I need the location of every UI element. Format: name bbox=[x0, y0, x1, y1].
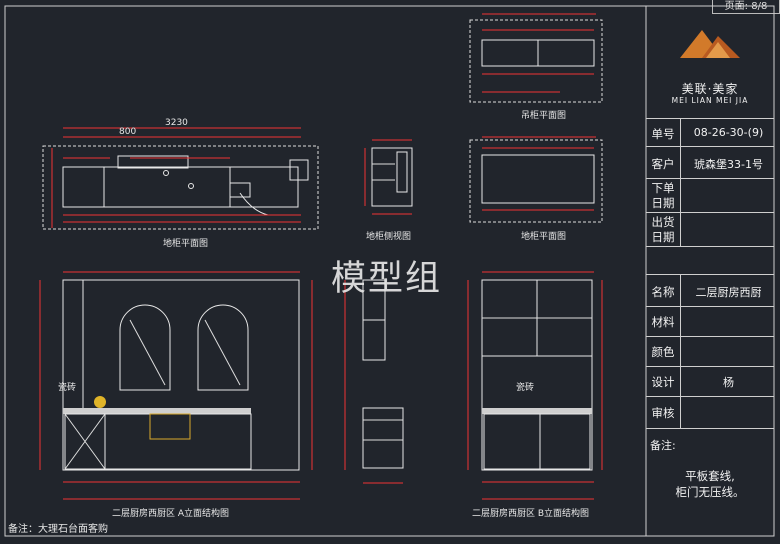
elevation-mid-drawing bbox=[344, 279, 404, 484]
field-designer: 设计 杨 bbox=[646, 366, 774, 397]
note-label: 备注: bbox=[650, 439, 676, 452]
sheet-border bbox=[4, 5, 775, 537]
field-material: 材料 bbox=[646, 306, 774, 337]
caption-base-plan-right: 地柜平面图 bbox=[521, 230, 566, 242]
brand-logo bbox=[680, 30, 740, 58]
base-plan-right-drawing bbox=[469, 136, 603, 223]
caption-elevation-b: 二层厨房西厨区 B立面结构图 bbox=[472, 507, 589, 519]
caption-side-view: 地柜侧视图 bbox=[366, 230, 411, 242]
caption-wall-plan: 吊柜平面图 bbox=[521, 109, 566, 121]
field-spacer bbox=[646, 246, 774, 275]
field-order-date: 下单日期 bbox=[646, 178, 774, 213]
title-block: 美联·美家 MEI LIAN MEI JIA 单号 08-26-30-(9) 客… bbox=[646, 6, 774, 536]
field-customer: 客户 琥森堡33-1号 bbox=[646, 146, 774, 179]
svg-text:800: 800 bbox=[119, 127, 136, 137]
tile-label-b: 瓷砖 bbox=[516, 381, 534, 393]
footer-note: 备注：大理石台面客购 bbox=[8, 524, 108, 535]
side-view-drawing bbox=[364, 139, 413, 215]
field-reviewer: 审核 bbox=[646, 396, 774, 429]
note-text: 平板套线, 柜门无压线。 bbox=[675, 469, 745, 499]
caption-base-plan: 地柜平面图 bbox=[163, 237, 208, 249]
svg-text:3230: 3230 bbox=[165, 118, 188, 128]
elevation-a-drawing bbox=[39, 271, 313, 500]
field-order-no: 单号 08-26-30-(9) bbox=[646, 118, 774, 147]
field-ship-date: 出货日期 bbox=[646, 212, 774, 247]
elevation-b-drawing bbox=[467, 271, 603, 500]
field-color: 颜色 bbox=[646, 336, 774, 367]
tile-label-a: 瓷砖 bbox=[58, 381, 76, 393]
base-plan-drawing bbox=[42, 127, 319, 230]
field-name: 名称 二层厨房西厨 bbox=[646, 274, 774, 307]
watermark: 模型组 bbox=[331, 259, 443, 299]
caption-elevation-a: 二层厨房西厨区 A立面结构图 bbox=[112, 507, 229, 519]
brand-name-en: MEI LIAN MEI JIA bbox=[671, 96, 749, 105]
wall-plan-drawing bbox=[469, 13, 603, 103]
brand-name: 美联·美家 bbox=[681, 82, 739, 96]
